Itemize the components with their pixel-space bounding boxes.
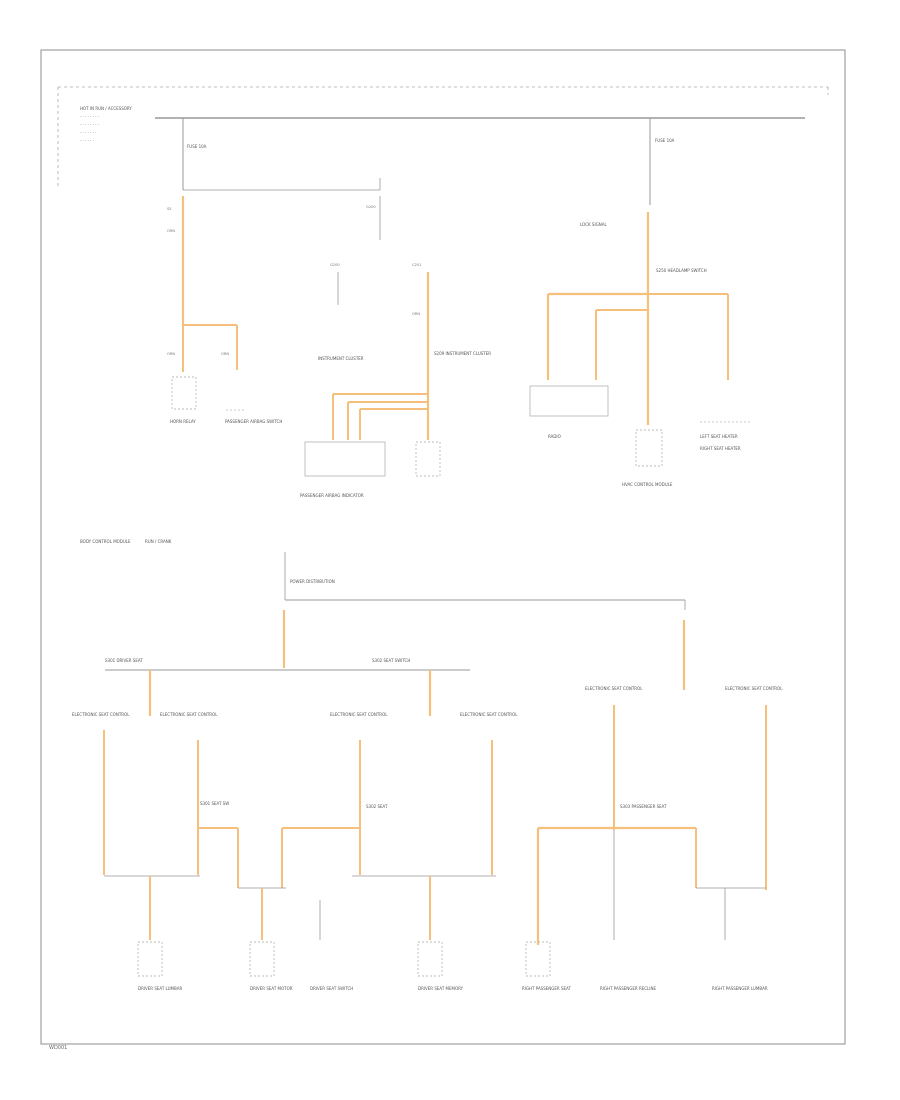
group-label-6: ELECTRONIC SEAT CONTROL <box>725 686 783 691</box>
comp-box-1 <box>137 941 163 977</box>
group-label-4: ELECTRONIC SEAT CONTROL <box>460 712 518 717</box>
component-right-seat-heater: RIGHT SEAT HEATER <box>700 446 741 451</box>
component-passenger-airbag-indicator: PASSENGER AIRBAG INDICATOR <box>300 493 364 498</box>
splice-mid-bottom-label: S302 SEAT SWITCH <box>372 658 410 663</box>
splice-mid-seat-label: S302 SEAT <box>366 804 388 809</box>
component-bottom-2: DRIVER SEAT MOTOR <box>250 986 293 991</box>
source-label-line-2: · · · · · · · · <box>80 114 99 119</box>
component-bottom-1: DRIVER SEAT LUMBAR <box>138 986 182 991</box>
component-bottom-3: DRIVER SEAT SWITCH <box>310 986 353 991</box>
diagram-frame <box>40 49 846 1045</box>
relay-label: LOCK SIGNAL <box>580 222 607 227</box>
wire-label-cluster-1: ORN <box>412 312 420 316</box>
left-seat-heater-box <box>635 429 663 467</box>
radio-box <box>529 385 609 417</box>
splice-right-bottom-label: S303 PASSENGER SEAT <box>620 804 667 809</box>
wire-label-horn-3: ORN <box>167 352 175 356</box>
source-label-line-4: · · · · · · · <box>80 130 97 135</box>
comp-box-5 <box>525 941 551 977</box>
connector-right-mid-label: C201 <box>412 263 421 267</box>
ground-label: G200 <box>330 263 340 267</box>
wire-label-horn-2: ORN <box>167 229 175 233</box>
splice-right-label: S250 HEADLAMP SWITCH <box>656 268 707 273</box>
wire-label-horn-1: S5 <box>167 207 172 211</box>
instrument-cluster-box <box>304 441 386 477</box>
bottom-source-label: BODY CONTROL MODULE <box>80 539 131 544</box>
fuse-left-label: FUSE 10A <box>187 144 207 149</box>
bottom-source-sub: RUN / CRANK <box>145 539 172 544</box>
source-label-line-3: · · · · · · · · <box>80 122 99 127</box>
component-bottom-4: DRIVER SEAT MEMORY <box>418 986 464 991</box>
wire-label-airbag-1: ORN <box>221 352 229 356</box>
fuse-right-label: FUSE 10A <box>655 138 675 143</box>
component-bottom-7: RIGHT PASSENGER LUMBAR <box>712 986 768 991</box>
bottom-bus-label: POWER DISTRIBUTION <box>290 579 335 584</box>
diagram-id: WD001 <box>49 1045 68 1051</box>
component-radio: RADIO <box>548 434 561 439</box>
component-horn-relay: HORN RELAY <box>170 419 196 424</box>
source-label: HOT IN RUN / ACCESSORY <box>80 106 132 111</box>
horn-relay-box <box>171 376 197 410</box>
splice-seat-switch-label: S301 SEAT SW <box>200 801 229 806</box>
component-left-seat-heater: LEFT SEAT HEATER <box>700 434 738 439</box>
component-hvac-control-module: HVAC CONTROL MODULE <box>622 482 673 487</box>
component-passenger-airbag-switch: PASSENGER AIRBAG SWITCH <box>225 419 282 424</box>
group-label-1: ELECTRONIC SEAT CONTROL <box>72 712 130 717</box>
component-instrument-cluster: INSTRUMENT CLUSTER <box>318 356 364 361</box>
component-bottom-5: RIGHT PASSENGER SEAT <box>522 986 571 991</box>
comp-box-2 <box>249 941 275 977</box>
group-label-5: ELECTRONIC SEAT CONTROL <box>585 686 643 691</box>
airbag-indicator-box <box>415 441 441 477</box>
group-label-2: ELECTRONIC SEAT CONTROL <box>160 712 218 717</box>
component-bottom-6: RIGHT PASSENGER RECLINE <box>600 986 656 991</box>
group-label-3: ELECTRONIC SEAT CONTROL <box>330 712 388 717</box>
connector-mid-label: G200 <box>366 205 376 209</box>
splice-mid-label: S209 INSTRUMENT CLUSTER <box>434 351 491 356</box>
comp-box-4 <box>417 941 443 977</box>
splice-left-label: S301 DRIVER SEAT <box>105 658 143 663</box>
source-label-line-5: · · · · · · <box>80 138 94 143</box>
